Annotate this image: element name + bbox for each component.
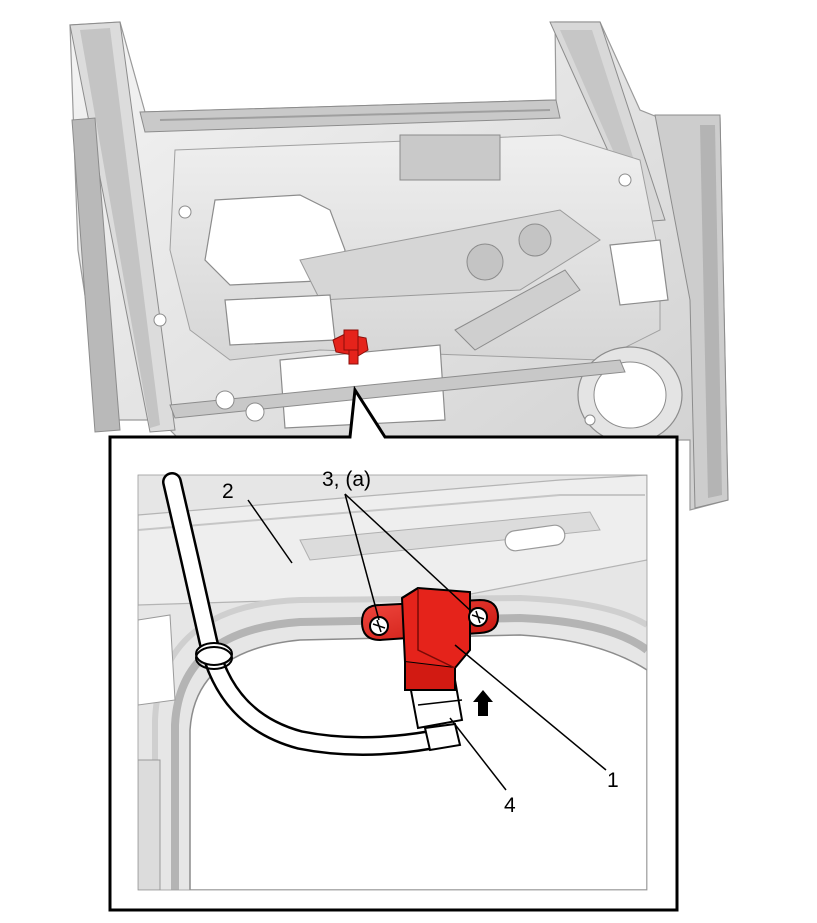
door-inner-panel xyxy=(69,21,729,511)
callout-panel-label: 2 xyxy=(222,480,234,503)
sensor-overview-icon xyxy=(332,329,369,365)
leader-lines xyxy=(247,493,607,791)
callout-connector-label: 4 xyxy=(504,794,516,817)
connector xyxy=(408,678,464,752)
bolt-right xyxy=(468,607,488,627)
bolt-left xyxy=(369,616,389,636)
wiring-harness xyxy=(162,472,440,756)
detail-inset-panel xyxy=(137,474,648,891)
callout-sensor-label: 1 xyxy=(607,769,619,792)
callout-bolts-label: 3, (a) xyxy=(322,468,371,491)
side-impact-sensor xyxy=(360,586,500,691)
arrow-up-icon xyxy=(473,690,493,716)
